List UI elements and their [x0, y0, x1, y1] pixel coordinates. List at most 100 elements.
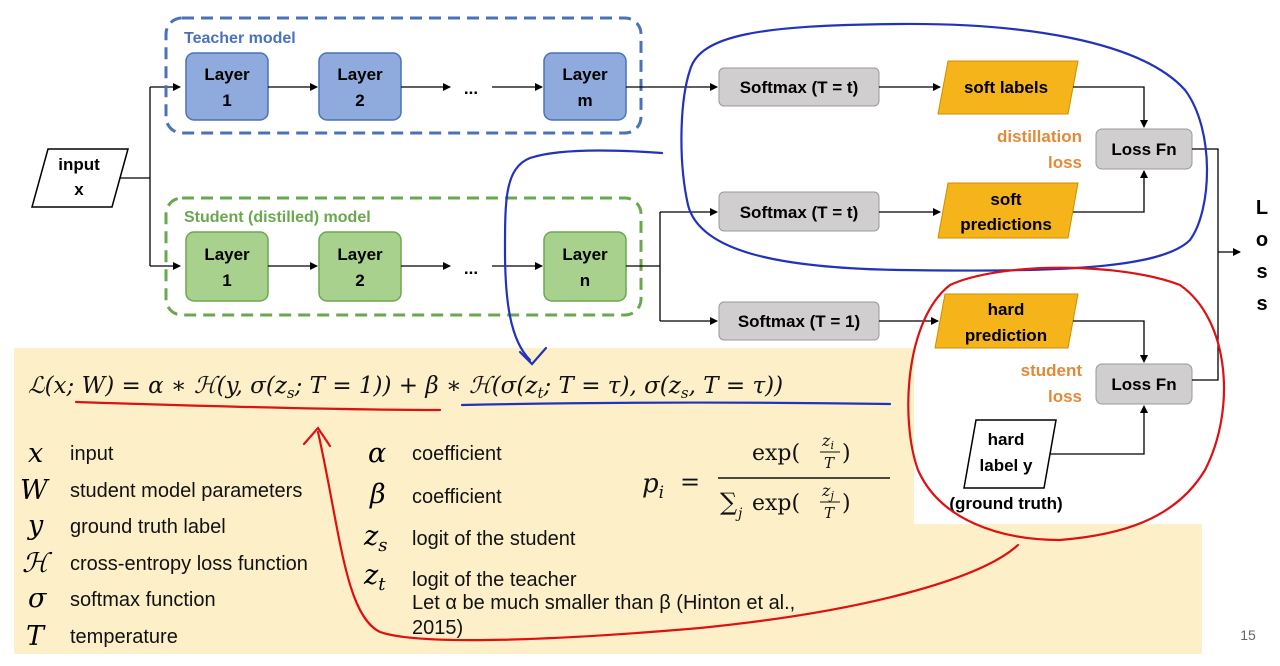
sm-den-den: T — [824, 504, 835, 522]
student-layer-2 — [318, 231, 402, 302]
legend-symbol-beta: β — [369, 479, 386, 510]
teacher-model-group: Teacher model Layer 1 Layer 2 ... Layer … — [164, 16, 643, 135]
eq-term2-sub2: s — [681, 384, 689, 402]
red-return-curve — [316, 430, 1020, 642]
legend-symbol-y: y — [27, 510, 44, 541]
hard-prediction-line1: hard — [988, 300, 1025, 319]
total-loss-label: L o s s — [1256, 197, 1268, 315]
sm-den-z-sub: j — [827, 489, 834, 502]
student-loss-fn: Loss Fn — [1095, 363, 1193, 405]
student-model-caption: Student (distilled) model — [184, 209, 371, 226]
softmax-student-hard: Softmax (T = 1) — [718, 301, 880, 341]
softmax-teacher-label: Softmax (T = t) — [740, 78, 859, 97]
eq-term1-end: ; T = 1)) — [294, 373, 392, 399]
sm-num-close: ) — [842, 441, 851, 466]
soft-labels-node: soft labels — [937, 60, 1079, 115]
loss-letter-3: s — [1256, 261, 1267, 283]
legend-symbol-zs: zs — [363, 521, 387, 556]
sm-den-close: ) — [842, 491, 851, 516]
loss-equation: ℒ(x; W) = α ∗ ℋ(y, σ(zs; T = 1)) + β ∗ ℋ… — [28, 373, 783, 402]
sm-den-sum: ∑ — [720, 488, 737, 516]
teacher-model-caption: Teacher model — [184, 30, 296, 47]
svg-text:zi: zi — [821, 431, 834, 452]
eq-term2-end: , T = τ)) — [689, 373, 784, 399]
sm-num-z: z — [821, 431, 831, 450]
svg-text:pi: pi — [642, 469, 664, 503]
note-line1: Let α be much smaller than β (Hinton et … — [412, 592, 795, 614]
legend-desc-beta: coefficient — [412, 486, 502, 508]
teacher-ellipsis: ... — [464, 79, 478, 98]
input-connectors — [120, 83, 181, 270]
soft-predictions-line1: soft — [990, 190, 1022, 209]
student-layer-2-line2: 2 — [355, 271, 364, 290]
hard-prediction-node: hard prediction — [934, 293, 1079, 349]
sm-num-den: T — [824, 454, 835, 472]
soft-labels-text: soft labels — [964, 78, 1048, 97]
sm-den-sum-sub: j — [735, 506, 743, 522]
legend-symbol-h: ℋ — [22, 548, 53, 579]
softmax-student-hard-label: Softmax (T = 1) — [738, 312, 860, 331]
loss-letter-4: s — [1256, 293, 1267, 315]
input-label-line1: input — [58, 155, 100, 174]
soft-predictions-line2: predictions — [960, 215, 1052, 234]
sm-den-func: exp( — [752, 491, 800, 516]
legend-desc-sigma: softmax function — [70, 589, 216, 611]
teacher-layer-2-line1: Layer — [337, 65, 383, 84]
softmax-formula: pi = exp( zi T ) ∑ j exp( zj T ) — [642, 431, 890, 522]
hard-prediction-line2: prediction — [965, 326, 1047, 345]
student-loss-caption-line1: student — [1021, 361, 1083, 380]
softmax-student-soft: Softmax (T = t) — [718, 191, 880, 232]
student-loss-fn-label: Loss Fn — [1111, 375, 1176, 394]
input-label-line2: x — [74, 180, 84, 199]
hard-label-line2: label y — [980, 456, 1033, 475]
legend-desc-zs: logit of the student — [412, 528, 576, 550]
ground-truth-caption: (ground truth) — [949, 494, 1062, 513]
eq-term1: α ∗ ℋ(y, σ(z — [148, 373, 288, 399]
sm-equals: = — [680, 468, 700, 496]
hard-label-node: hard label y — [963, 419, 1057, 489]
teacher-layer-m-line2: m — [577, 91, 592, 110]
legend-symbol-x: x — [28, 438, 43, 469]
red-arrowhead — [302, 426, 332, 448]
distillation-loss-caption-line1: distillation — [997, 127, 1082, 146]
blue-ellipse-distillation — [680, 22, 1209, 272]
eq-term2-mid: ; T = τ), σ(z — [542, 373, 681, 399]
sm-lhs-sub: i — [659, 483, 664, 503]
eq-term2-sub1: t — [537, 384, 544, 402]
student-layer-n — [543, 231, 627, 302]
note-line2: 2015) — [412, 617, 463, 639]
teacher-layer-2-line2: 2 — [355, 91, 364, 110]
teacher-layer-1-line2: 1 — [222, 91, 231, 110]
loss-letter-2: o — [1256, 229, 1268, 251]
legend-desc-alpha: coefficient — [412, 443, 502, 465]
input-node: input x — [31, 148, 129, 208]
legend-right: α coefficient β coefficient zs logit of … — [363, 438, 795, 639]
sm-num-func: exp( — [752, 441, 800, 466]
svg-text:zj: zj — [821, 481, 834, 502]
legend-desc-x: input — [70, 443, 114, 465]
student-layer-1-line1: Layer — [204, 245, 250, 264]
student-layer-1 — [185, 231, 269, 302]
teacher-layer-1-line1: Layer — [204, 65, 250, 84]
loss-connectors — [1050, 86, 1241, 455]
legend-symbol-t: T — [26, 621, 46, 652]
eq-term2: β ∗ ℋ(σ(z — [424, 373, 538, 399]
student-layer-n-line1: Layer — [562, 245, 608, 264]
distillation-loss-fn-label: Loss Fn — [1111, 140, 1176, 159]
output-connectors — [879, 83, 941, 325]
legend-symbol-w: W — [20, 475, 50, 506]
softmax-student-soft-label: Softmax (T = t) — [740, 203, 859, 222]
legend-desc-h: cross-entropy loss function — [70, 553, 308, 575]
page-number: 15 — [1240, 627, 1256, 643]
loss-letter-1: L — [1256, 197, 1268, 219]
blue-annotation — [460, 22, 1209, 407]
distillation-loss-caption-line2: loss — [1048, 153, 1082, 172]
student-layer-2-line1: Layer — [337, 245, 383, 264]
sm-den-z: z — [821, 481, 831, 500]
student-layer-n-line2: n — [580, 271, 590, 290]
student-model-group: Student (distilled) model Layer 1 Layer … — [164, 196, 643, 317]
red-ellipse-student — [907, 266, 1226, 542]
legend-desc-w: student model parameters — [70, 480, 302, 502]
student-layer-1-line2: 1 — [222, 271, 231, 290]
